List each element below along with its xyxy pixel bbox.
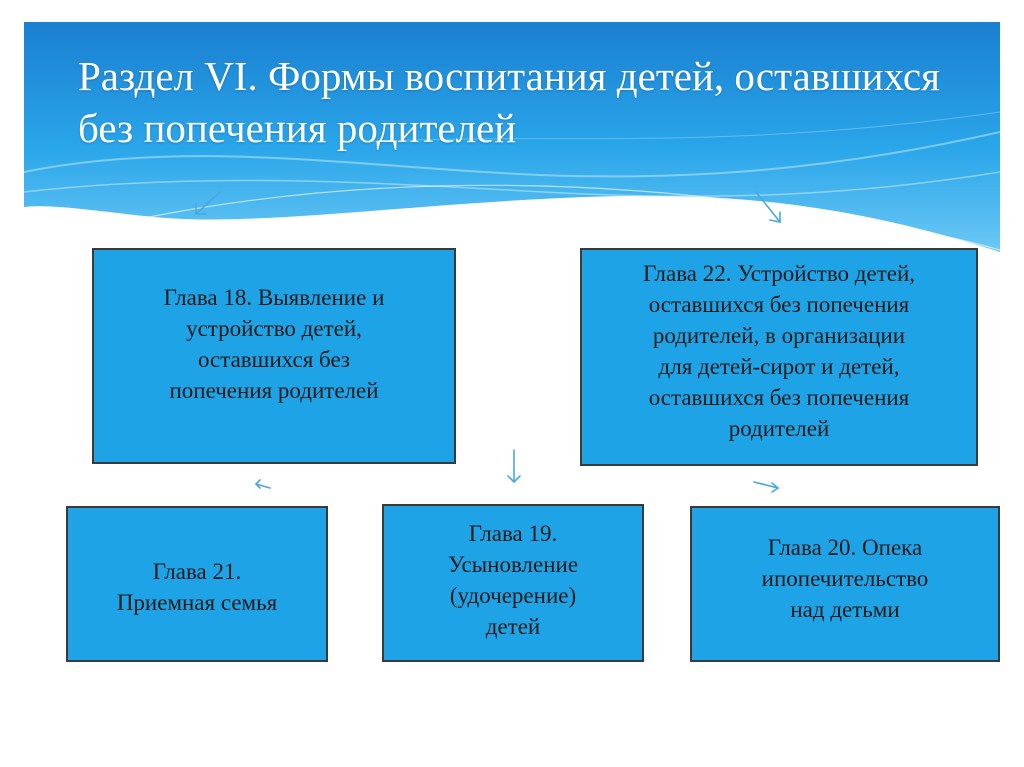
chapter-18-box: Глава 18. Выявление и устройство детей, …: [92, 248, 456, 464]
arrow-to-chapter-20-icon: [753, 481, 780, 493]
chapter-20-box: Глава 20. Опека ипопечительство над деть…: [690, 506, 1000, 662]
arrow-to-chapter-19-icon: [507, 449, 521, 484]
chapter-19-box: Глава 19. Усыновление (удочерение) детей: [382, 504, 644, 662]
chapter-21-text: Глава 21. Приемная семья: [116, 559, 278, 615]
slide-title: Раздел VI. Формы воспитания детей, остав…: [78, 53, 940, 151]
chapter-19-text: Глава 19. Усыновление (удочерение) детей: [447, 521, 579, 639]
slide: Раздел VI. Формы воспитания детей, остав…: [24, 22, 1000, 746]
arrow-to-chapter-21-icon: [254, 479, 271, 489]
chapter-20-text: Глава 20. Опека ипопечительство над деть…: [761, 534, 929, 622]
chapter-21-box: Глава 21. Приемная семья: [66, 506, 328, 662]
chapter-22-box: Глава 22. Устройство детей, оставшихся б…: [580, 248, 978, 466]
chapter-18-text: Глава 18. Выявление и устройство детей, …: [163, 285, 385, 403]
chapter-22-text: Глава 22. Устройство детей, оставшихся б…: [642, 261, 916, 441]
